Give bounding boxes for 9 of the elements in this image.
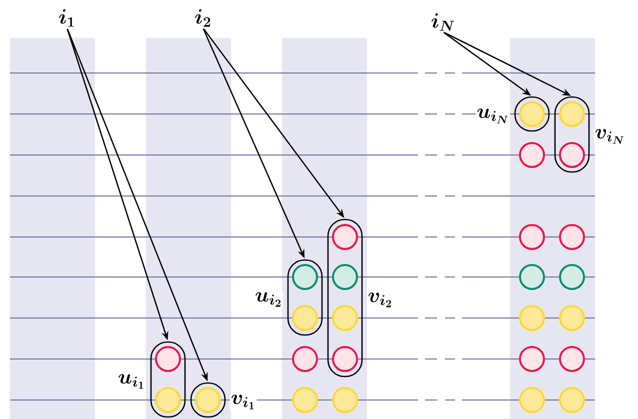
math-label: $u_{i_1}$ [117, 373, 146, 390]
index-label: $i_1$ [59, 9, 74, 27]
math-label: $u_{i_2}$ [254, 291, 284, 308]
index-label: $i_N$ [432, 13, 454, 31]
math-label: $v_{i_2}$ [366, 292, 394, 308]
math-label: $v_{i_1}$ [230, 394, 257, 410]
math-label: $u_{i_N}$ [476, 108, 510, 124]
math-label: $v_{i_N}$ [594, 128, 626, 145]
index-label: $i_2$ [195, 9, 210, 27]
